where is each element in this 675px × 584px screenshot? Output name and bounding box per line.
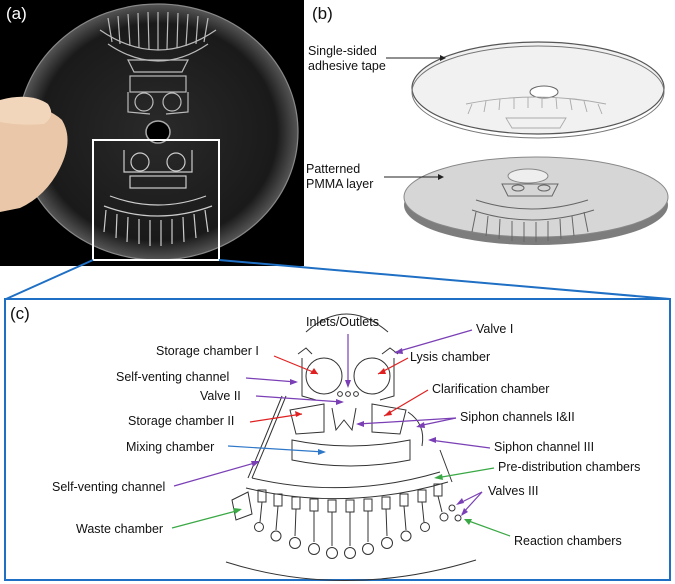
- valve-3b: [454, 514, 462, 522]
- panel-a-photo: (a): [0, 0, 304, 266]
- label-storage-chamber-2: Storage chamber II: [128, 414, 235, 428]
- storage-chamber-2: [289, 403, 325, 435]
- lysis-chamber: [353, 357, 391, 395]
- panel-b-label: (b): [312, 4, 333, 23]
- storage-chamber-1: [305, 357, 343, 395]
- annotation-arrows: [171, 329, 511, 537]
- exploded-disc-svg: [384, 41, 669, 245]
- disc-center-hole: [145, 120, 171, 144]
- label-waste-chamber: Waste chamber: [76, 522, 164, 536]
- label-pre-distribution-chambers: Pre-distribution chambers: [498, 460, 641, 474]
- chip-layout: [225, 313, 477, 581]
- label-siphon-channel-3: Siphon channel III: [494, 440, 595, 454]
- pmma-label: Patterned PMMA layer: [306, 162, 374, 191]
- upper-pattern: [99, 11, 217, 115]
- zoom-highlight-box: [92, 139, 220, 261]
- tape-label: Single-sided adhesive tape: [308, 44, 386, 73]
- pre-distribution-arc-2: [245, 481, 449, 500]
- label-valves-3: Valves III: [488, 484, 539, 498]
- label-valve-2: Valve II: [200, 389, 241, 403]
- tape-disc-edge: [411, 45, 665, 139]
- valve-3a: [448, 504, 456, 512]
- pmma-pattern: [471, 183, 595, 242]
- panel-a-label: (a): [6, 4, 27, 23]
- panel-c-label: (c): [10, 304, 30, 323]
- inlet-1: [337, 391, 343, 397]
- panel-c-schematic: (c) Inlets/Outlets Valve I Storage chamb…: [4, 298, 671, 581]
- schematic-svg: [171, 313, 511, 581]
- label-siphon-channels-1-2: Siphon channels I&II: [460, 410, 575, 424]
- label-clarification-chamber: Clarification chamber: [432, 382, 550, 396]
- siphon-channels: [331, 407, 357, 432]
- tape-center-hole: [529, 85, 559, 99]
- label-valve-1: Valve I: [476, 322, 514, 336]
- label-self-venting-channel-top: Self-venting channel: [116, 370, 230, 384]
- mixing-chamber: [291, 439, 411, 467]
- label-inlets-outlets: Inlets/Outlets: [306, 315, 379, 329]
- label-storage-chamber-1: Storage chamber I: [156, 344, 259, 358]
- inlet-2: [345, 391, 351, 397]
- center-hole-arc: [305, 313, 389, 333]
- label-reaction-chambers: Reaction chambers: [514, 534, 622, 548]
- outer-rim-arc: [225, 559, 477, 581]
- label-lysis-chamber: Lysis chamber: [410, 350, 491, 364]
- hand-finger: [0, 96, 52, 125]
- clarification-chamber: [371, 403, 407, 435]
- pmma-center-hole: [507, 168, 549, 184]
- hand-thumb: [0, 106, 68, 212]
- panel-b-exploded-view: (b) Single-sided adhesive tape Patterned…: [306, 0, 675, 266]
- lower-pattern: [103, 150, 213, 246]
- inlet-3: [353, 391, 359, 397]
- tape-ghost-pattern: [465, 96, 607, 129]
- waste-chamber: [231, 491, 253, 521]
- label-self-venting-channel-bottom: Self-venting channel: [52, 480, 166, 494]
- disc-photo: [0, 3, 299, 261]
- label-mixing-chamber: Mixing chamber: [126, 440, 215, 454]
- reaction-array: [254, 483, 449, 559]
- pre-distribution-arc-1: [251, 471, 441, 489]
- self-venting-channel-left: [251, 395, 287, 479]
